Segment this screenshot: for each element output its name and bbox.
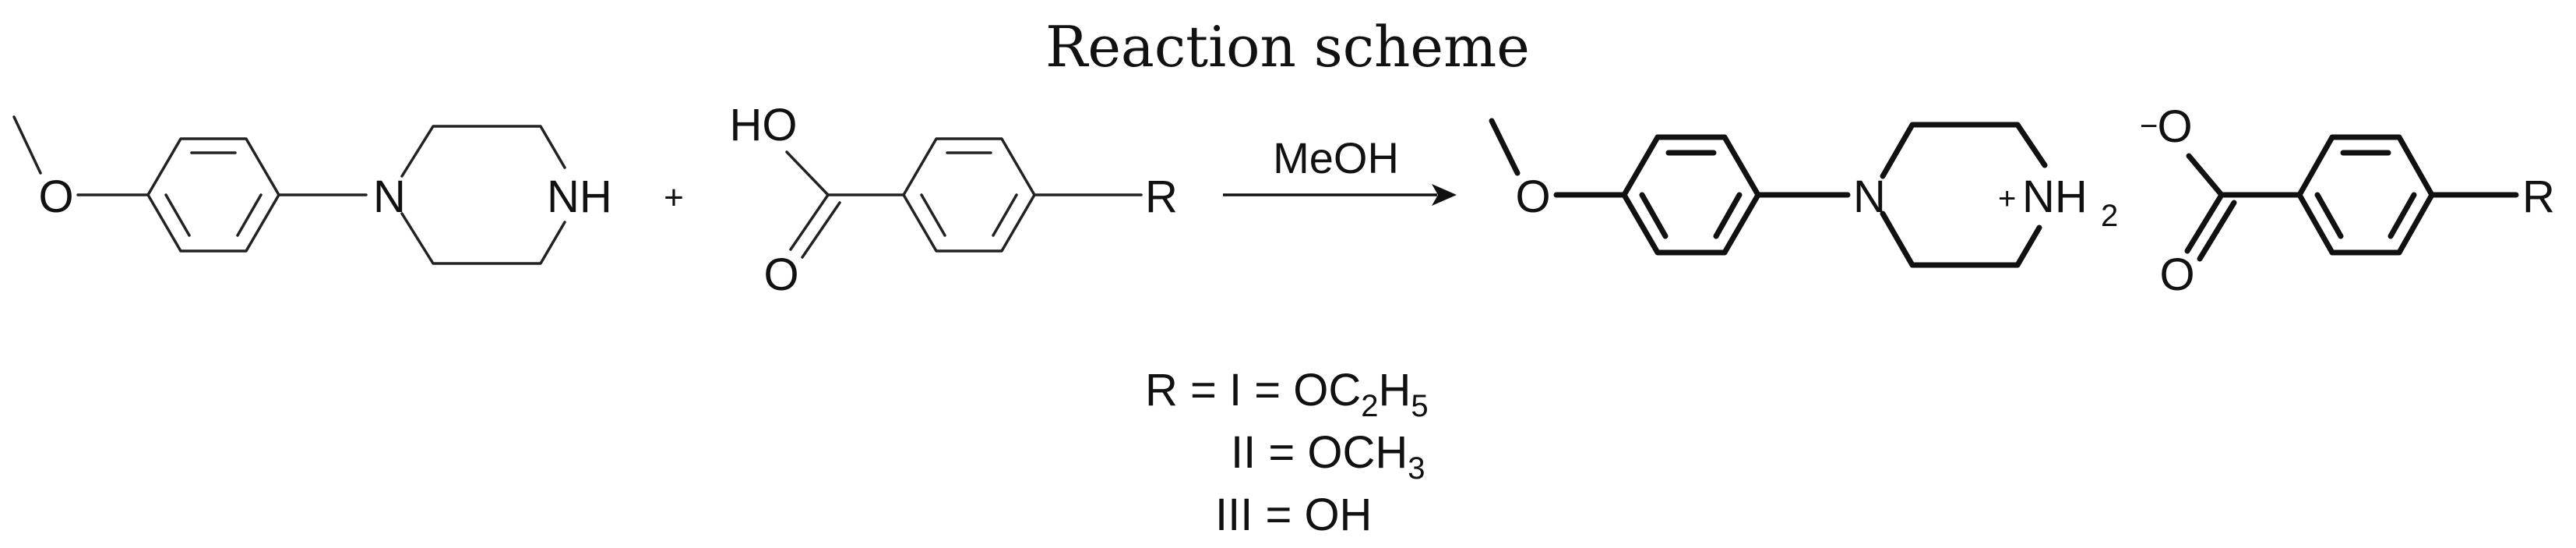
ammonium-subscript-label: 2 xyxy=(2101,199,2118,233)
arrow-head-icon xyxy=(1432,184,1457,206)
reagent-label: MeOH xyxy=(1273,133,1399,182)
anion-r-group-label: R xyxy=(2522,171,2555,222)
r-definition-2: II = OCH3 xyxy=(1231,427,1425,486)
reaction-arrow: MeOH xyxy=(1223,133,1457,206)
r-definition-1: R = I = OC2H5 xyxy=(1145,365,1429,423)
r-definition-3: III = OH xyxy=(1215,490,1372,540)
reactant-methoxyphenylpiperazine: O N NH xyxy=(12,115,612,265)
anion-charge-label: − xyxy=(2140,109,2158,143)
product-methoxy-oxygen-label: O xyxy=(1515,171,1550,222)
product-benzoate-anion: − O O R xyxy=(2140,101,2555,300)
anion-carbonyl-oxygen-label: O xyxy=(2159,249,2194,300)
reactant-benzoic-acid: HO O R xyxy=(730,100,1178,300)
piperazine-n-label: N xyxy=(373,171,406,222)
piperazine-nh-label: NH xyxy=(547,171,612,222)
plus-sign: + xyxy=(664,179,684,217)
r-group-definitions: R = I = OC2H5 II = OCH3 III = OH xyxy=(1145,365,1429,540)
r-group-label: R xyxy=(1145,171,1178,222)
ammonium-nh-label: NH xyxy=(2022,171,2088,222)
hydroxyl-label: HO xyxy=(730,100,798,150)
product-piperazinium-cation: O N + NH 2 xyxy=(1489,118,2118,268)
ammonium-charge-label: + xyxy=(1998,182,2016,216)
scheme-title: Reaction scheme xyxy=(1045,14,1530,80)
carbonyl-oxygen-label: O xyxy=(763,249,798,300)
methoxy-oxygen-label: O xyxy=(38,171,73,222)
anion-oxide-label: O xyxy=(2157,101,2192,152)
